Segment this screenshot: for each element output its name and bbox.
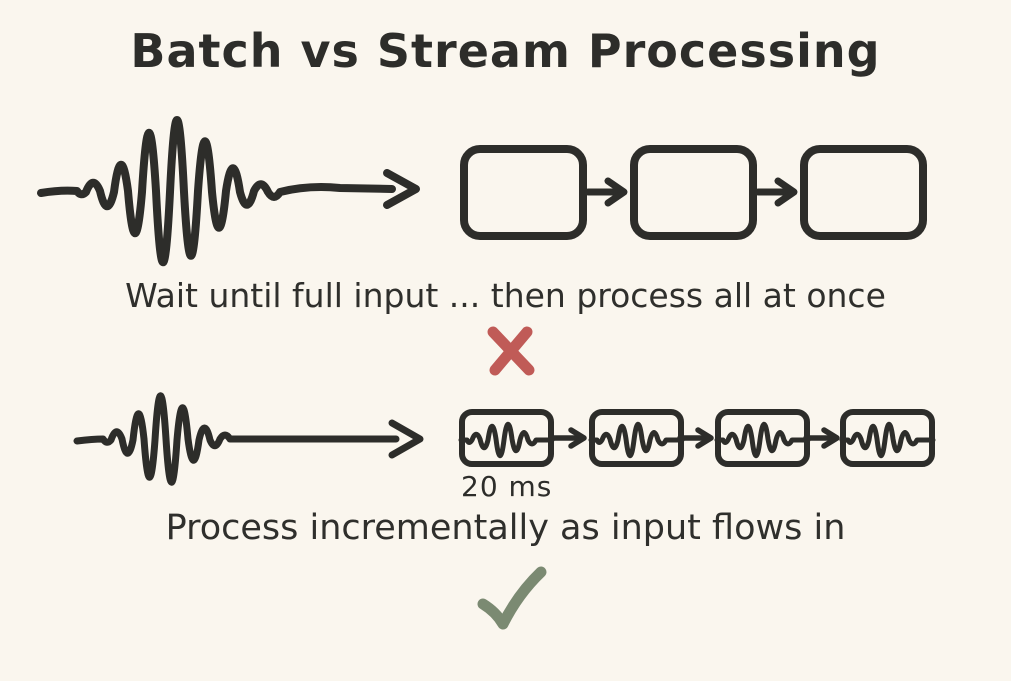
- batch-flow-arrow-2-icon: [754, 177, 798, 207]
- batch-stage-box-2: [630, 145, 757, 240]
- chunk-waveform-icon: [458, 421, 555, 459]
- batch-flow-arrow-1-icon: [584, 177, 628, 207]
- chunk-waveform-icon: [839, 421, 936, 459]
- batch-stage-box-1: [460, 145, 587, 240]
- chunk-duration-label: 20 ms: [461, 470, 553, 503]
- cross-icon: [487, 326, 535, 376]
- batch-input-waveform-icon: [37, 116, 420, 267]
- diagram-title: Batch vs Stream Processing: [130, 24, 881, 78]
- stream-input-waveform-icon: [73, 392, 424, 486]
- stream-chunk-box-3: [714, 409, 811, 467]
- stream-flow-arrow-1-icon: [550, 427, 587, 449]
- stream-caption: Process incrementally as input flows in: [165, 508, 846, 548]
- stream-chunk-box-4: [839, 409, 936, 467]
- stream-flow-arrow-2-icon: [677, 427, 714, 449]
- batch-caption: Wait until full input ... then process a…: [125, 276, 886, 315]
- stream-flow-arrow-3-icon: [803, 427, 840, 449]
- batch-stage-box-3: [800, 145, 927, 240]
- chunk-waveform-icon: [588, 421, 685, 459]
- stream-chunk-box-2: [588, 409, 685, 467]
- chunk-waveform-icon: [714, 421, 811, 459]
- stream-chunk-box-1: [458, 409, 555, 467]
- check-icon: [477, 566, 547, 630]
